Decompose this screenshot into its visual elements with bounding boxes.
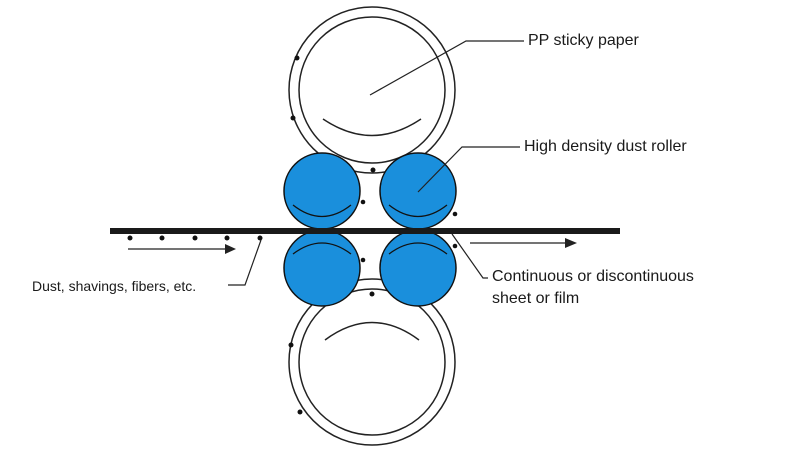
leader-dust <box>228 239 262 286</box>
bottom-sticky-paper-roll <box>288 278 456 446</box>
leader-pp-sticky-paper <box>369 40 524 96</box>
dust-roller-bottom-right <box>379 229 458 307</box>
top-sticky-paper-roll <box>288 6 456 174</box>
dust-particles <box>127 235 263 241</box>
leader-sheet-film <box>451 233 488 279</box>
leader-dust-roller <box>417 146 520 193</box>
label-pp-sticky-paper: PP sticky paper <box>528 32 639 49</box>
label-continuous-line2: sheet or film <box>492 290 580 307</box>
label-dust: Dust, shavings, fibers, etc. <box>32 278 197 294</box>
left-arrow <box>128 244 236 254</box>
label-high-density-dust-roller: High density dust roller <box>524 138 687 155</box>
dust-roller-top-left <box>283 152 366 230</box>
right-arrow <box>470 238 577 248</box>
sheet-film <box>110 228 620 234</box>
label-continuous-line1: Continuous or discontinuous <box>492 268 694 285</box>
